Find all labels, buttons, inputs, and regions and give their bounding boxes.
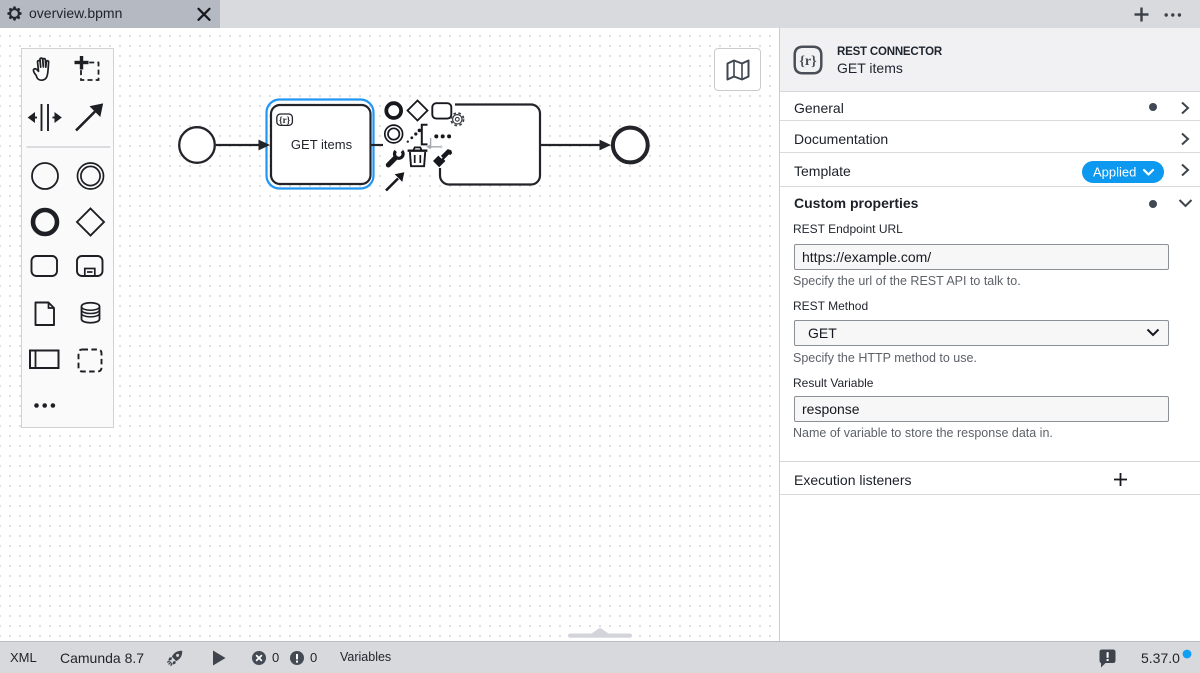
svg-text:{r}: {r} [799, 54, 817, 69]
svg-text:GET items: GET items [291, 137, 353, 152]
svg-text:{r}: {r} [279, 115, 291, 125]
svg-text:Applied: Applied [1093, 165, 1136, 180]
